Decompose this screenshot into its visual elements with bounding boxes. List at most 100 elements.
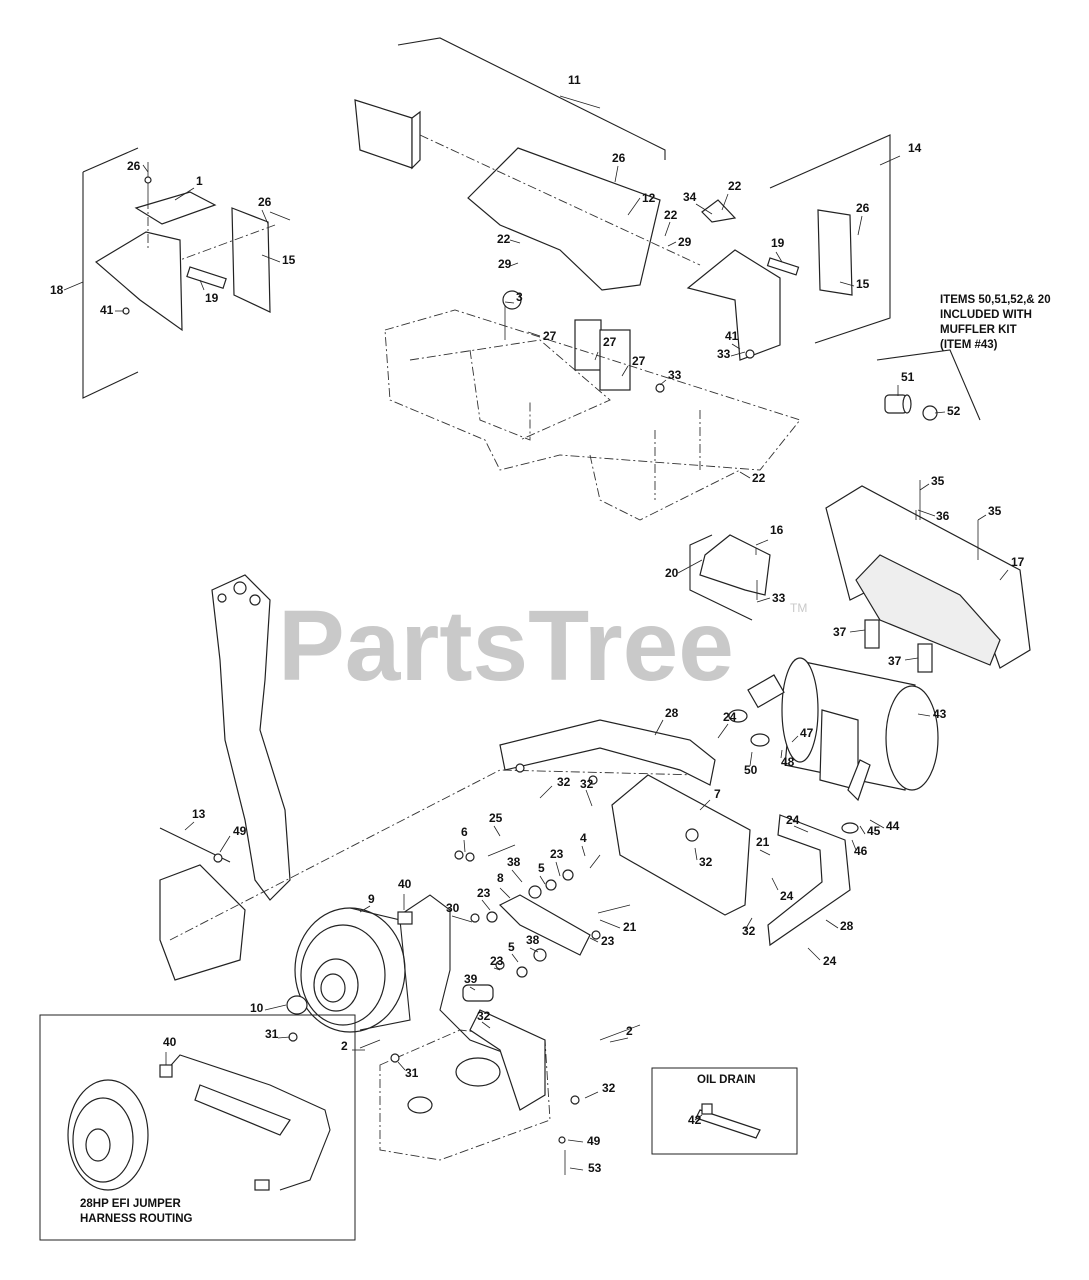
callout-leader-line bbox=[667, 241, 677, 247]
callout-leader-line bbox=[917, 509, 936, 517]
callout-leader-line bbox=[771, 877, 779, 891]
callout-label: 19 bbox=[205, 291, 219, 305]
callout-label: 2 bbox=[626, 1024, 633, 1038]
callout-c32c: 32 bbox=[694, 847, 713, 869]
callout-c48: 48 bbox=[780, 749, 795, 769]
callout-label: 33 bbox=[772, 591, 786, 605]
callout-leader-line bbox=[481, 1021, 491, 1029]
callout-label: 28 bbox=[665, 706, 679, 720]
callout-label: 22 bbox=[728, 179, 742, 193]
callout-c27a: 27 bbox=[527, 329, 557, 343]
callout-leader-line bbox=[859, 825, 866, 835]
muffler-kit-note-line1: ITEMS 50,51,52,& 20 bbox=[940, 294, 1051, 306]
callout-label: 24 bbox=[786, 813, 800, 827]
callout-label: 50 bbox=[744, 763, 758, 777]
callout-leader-line bbox=[539, 875, 546, 885]
callout-c26b: 26 bbox=[258, 195, 272, 225]
callout-c44: 44 bbox=[869, 819, 900, 833]
callout-label: 37 bbox=[833, 625, 847, 639]
callout-leader-line bbox=[589, 937, 599, 943]
callout-c8: 8 bbox=[497, 871, 511, 899]
callout-c31a: 31 bbox=[265, 1027, 291, 1041]
callout-c34: 34 bbox=[683, 190, 713, 215]
callout-label: 27 bbox=[632, 354, 646, 368]
callout-label: 19 bbox=[771, 236, 785, 250]
callout-label: 32 bbox=[699, 855, 713, 869]
muffler-guard-group bbox=[825, 480, 1031, 669]
callout-c32a: 32 bbox=[539, 775, 571, 799]
callout-label: 11 bbox=[568, 73, 581, 87]
callout-label: 12 bbox=[642, 191, 656, 205]
callout-label: 23 bbox=[550, 847, 564, 861]
callout-c23c: 23 bbox=[589, 934, 615, 948]
callout-c39: 39 bbox=[464, 972, 478, 991]
callout-leader-line bbox=[219, 835, 231, 853]
callout-c11: 11 bbox=[559, 73, 601, 109]
callout-label: 7 bbox=[714, 787, 721, 801]
callout-leader-line bbox=[481, 899, 491, 911]
callout-label: 16 bbox=[770, 523, 784, 537]
callout-leader-line bbox=[807, 947, 821, 961]
callout-label: 51 bbox=[901, 370, 915, 384]
callout-leader-line bbox=[359, 905, 371, 913]
callout-leader-line bbox=[397, 1061, 406, 1071]
callout-leader-line bbox=[199, 279, 205, 291]
callout-c17: 17 bbox=[999, 555, 1025, 581]
callout-c14: 14 bbox=[879, 141, 922, 166]
callout-leader-line bbox=[581, 845, 586, 857]
callout-leader-line bbox=[934, 411, 946, 414]
callout-c32b: 32 bbox=[580, 777, 594, 807]
callout-c22c: 22 bbox=[721, 179, 742, 211]
callout-leader-line bbox=[463, 839, 466, 853]
callout-c36: 36 bbox=[917, 509, 950, 523]
callout-label: 30 bbox=[446, 901, 460, 915]
callout-label: 49 bbox=[233, 824, 247, 838]
lower-frame-outline bbox=[288, 1009, 641, 1175]
callout-c23b: 23 bbox=[477, 886, 491, 911]
callout-leader-line bbox=[264, 1004, 287, 1011]
callout-c15a: 15 bbox=[261, 253, 296, 267]
callout-c26d: 26 bbox=[856, 201, 870, 236]
callout-label: 33 bbox=[717, 347, 731, 361]
callout-c23d: 23 bbox=[490, 954, 504, 971]
callout-label: 39 bbox=[464, 972, 478, 986]
muffler-kit-group: ITEMS 50,51,52,& 20 INCLUDED WITH MUFFLE… bbox=[876, 294, 1051, 421]
callout-label: 32 bbox=[477, 1009, 491, 1023]
callout-leader-line bbox=[555, 861, 561, 877]
callout-c21a: 21 bbox=[756, 835, 771, 856]
callout-c49b: 49 bbox=[567, 1134, 601, 1148]
callout-leader-line bbox=[977, 514, 987, 521]
callout-label: 26 bbox=[856, 201, 870, 215]
callout-leader-line bbox=[654, 719, 664, 736]
callout-c10: 10 bbox=[250, 1001, 287, 1015]
center-panel-group bbox=[354, 37, 701, 391]
efi-harness-note-line1: 28HP EFI JUMPER bbox=[80, 1198, 181, 1210]
callout-leader-line bbox=[755, 539, 769, 546]
callout-leader-line bbox=[839, 281, 855, 287]
callout-label: 41 bbox=[725, 329, 739, 343]
callout-label: 46 bbox=[854, 844, 868, 858]
callout-c4: 4 bbox=[580, 831, 587, 857]
callout-c3: 3 bbox=[504, 290, 523, 304]
callout-label: 34 bbox=[683, 190, 697, 204]
callout-c6: 6 bbox=[461, 825, 468, 853]
callout-c5b: 5 bbox=[508, 940, 519, 963]
callout-c7: 7 bbox=[699, 787, 721, 811]
callout-c28a: 28 bbox=[654, 706, 679, 736]
callout-c38a: 38 bbox=[507, 855, 523, 883]
callout-c26a: 26 bbox=[127, 159, 149, 173]
callout-label: 29 bbox=[678, 235, 692, 249]
callout-leader-line bbox=[569, 1167, 584, 1171]
callout-label: 4 bbox=[580, 831, 587, 845]
wire-harness-group bbox=[397, 894, 511, 1056]
callout-c24a: 24 bbox=[717, 710, 737, 739]
callout-leader-line bbox=[499, 887, 511, 899]
callout-c18: 18 bbox=[50, 281, 84, 297]
callout-c49a: 49 bbox=[219, 824, 247, 853]
callout-leader-line bbox=[469, 986, 476, 991]
callout-c31b: 31 bbox=[397, 1061, 419, 1080]
callout-leader-line bbox=[694, 847, 698, 861]
right-bracket-group bbox=[655, 134, 891, 393]
callout-leader-line bbox=[493, 825, 501, 837]
